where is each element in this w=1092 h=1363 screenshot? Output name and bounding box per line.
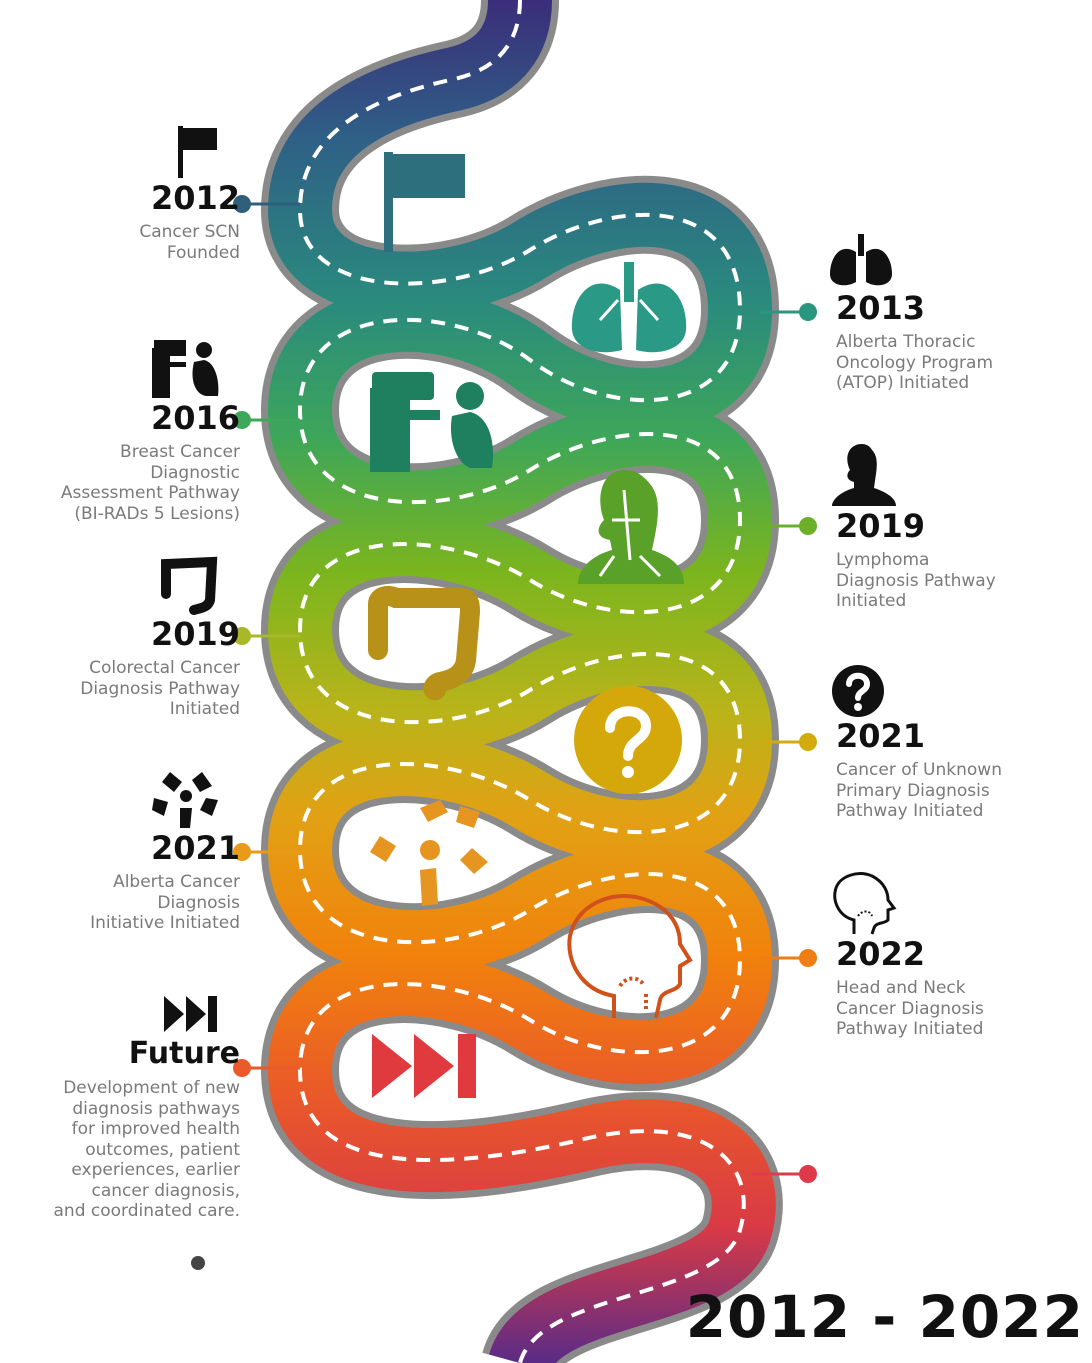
- center-mammography-icon: [370, 372, 494, 472]
- center-hands-icon: [370, 800, 488, 906]
- timeline-range-title: 2012 - 2022: [685, 1283, 1084, 1351]
- small-grey-dot: [191, 1256, 205, 1270]
- milestone-description: Development of new diagnosis pathways fo…: [53, 1078, 241, 1221]
- milestone-year: 2012: [150, 179, 240, 217]
- milestone-year: 2021: [150, 829, 240, 867]
- timeline-dot-2019b: [233, 627, 251, 645]
- milestone-future: Future Development of new diagnosis path…: [0, 992, 240, 1222]
- milestone-year: 2016: [150, 399, 240, 437]
- timeline-dot-future: [233, 1059, 251, 1077]
- colon-icon: [161, 556, 218, 615]
- center-question-icon: [574, 686, 682, 794]
- milestone-description: Cancer SCN Founded: [139, 222, 240, 263]
- milestone-year: 2022: [836, 935, 926, 973]
- timeline-dot-2013: [799, 303, 817, 321]
- timeline-dot-2022: [799, 949, 817, 967]
- center-lymphatic-icon: [578, 470, 684, 584]
- milestone-2016: 2016 Breast Cancer Diagnostic Assessment…: [0, 338, 240, 524]
- center-lungs-icon: [571, 262, 687, 353]
- center-colon-icon: [368, 586, 481, 701]
- connectors: [191, 195, 817, 1270]
- timeline-dot-2021a: [799, 733, 817, 751]
- lymphatic-icon: [832, 444, 896, 506]
- milestone-description: Colorectal Cancer Diagnosis Pathway Init…: [80, 658, 240, 719]
- milestone-year: Future: [128, 1036, 240, 1071]
- milestone-2022: 2022 Head and Neck Cancer Diagnosis Path…: [833, 870, 1086, 1040]
- milestone-2021-acdi: 2021 Alberta Cancer Diagnosis Initiative…: [0, 768, 240, 934]
- milestone-2012: 2012 Cancer SCN Founded: [0, 124, 240, 263]
- milestone-2019-lymphoma: 2019 Lymphoma Diagnosis Pathway Initiate…: [832, 442, 1086, 612]
- fast-forward-icon: [164, 996, 217, 1032]
- flag-icon: [178, 126, 217, 178]
- lungs-icon: [830, 234, 892, 286]
- timeline-dot-2012: [233, 195, 251, 213]
- milestone-year: 2013: [836, 289, 926, 327]
- timeline-dot-end: [799, 1165, 817, 1183]
- milestone-description: Alberta Cancer Diagnosis Initiative Init…: [90, 872, 240, 933]
- timeline-dot-2016: [233, 411, 251, 429]
- hands-icon: [152, 772, 218, 828]
- center-head-icon: [567, 894, 693, 1019]
- center-fast-forward-icon: [372, 1034, 476, 1098]
- timeline-dot-2019a: [799, 517, 817, 535]
- milestone-2013: 2013 Alberta Thoracic Oncology Program (…: [830, 234, 1086, 394]
- milestone-description: Alberta Thoracic Oncology Program (ATOP)…: [836, 332, 994, 393]
- milestone-year: 2021: [836, 717, 926, 755]
- mammography-icon: [152, 340, 219, 398]
- milestone-description: Cancer of Unknown Primary Diagnosis Path…: [836, 760, 1002, 821]
- milestone-description: Lymphoma Diagnosis Pathway Initiated: [836, 550, 996, 611]
- milestone-description: Breast Cancer Diagnostic Assessment Path…: [60, 442, 240, 524]
- head-icon: [833, 872, 897, 935]
- milestone-description: Head and Neck Cancer Diagnosis Pathway I…: [836, 978, 984, 1039]
- milestone-2021-cup: 2021 Cancer of Unknown Primary Diagnosis…: [832, 664, 1086, 822]
- milestone-year: 2019: [836, 507, 926, 545]
- question-icon: [832, 665, 884, 717]
- milestone-year: 2019: [150, 615, 240, 653]
- center-flag-icon: [384, 152, 465, 252]
- timeline-dot-2021b: [233, 843, 251, 861]
- road-path: [260, 0, 783, 1363]
- milestone-2019-colorectal: 2019 Colorectal Cancer Diagnosis Pathway…: [0, 554, 240, 720]
